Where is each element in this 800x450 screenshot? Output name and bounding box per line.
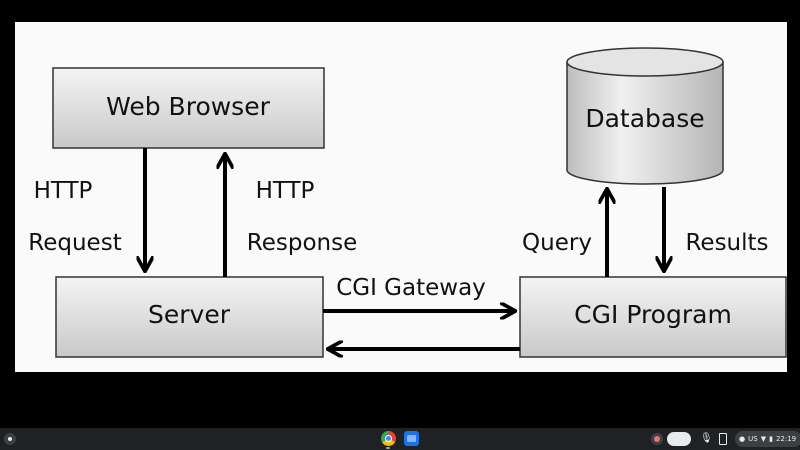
- query-label: Query: [522, 230, 592, 256]
- database-label: Database: [585, 104, 704, 133]
- http-request-label-line1: HTTP: [34, 178, 93, 204]
- http-response-label-line1: HTTP: [256, 178, 315, 204]
- results-label: Results: [685, 230, 768, 256]
- phone-hub-icon[interactable]: [719, 433, 727, 445]
- clock-label: 22:19: [775, 435, 797, 443]
- cgi-gateway-label: CGI Gateway: [336, 275, 486, 301]
- battery-icon: ▮: [769, 435, 773, 443]
- chrome-icon[interactable]: [381, 431, 396, 446]
- files-icon[interactable]: [404, 431, 419, 446]
- screen-record-icon[interactable]: [651, 433, 663, 445]
- region-label: US: [748, 435, 758, 443]
- http-response-label-line2: Response: [247, 230, 357, 256]
- diagram-slide: Web Browser Server CGI Program Database: [15, 22, 787, 372]
- os-shelf: 🎙 ● US ▼ ▮ 22:19: [0, 428, 800, 450]
- cgi-program-label: CGI Program: [574, 300, 732, 329]
- tray-toggle-pill[interactable]: [667, 432, 691, 446]
- wifi-icon: ▼: [760, 435, 767, 443]
- launcher-icon[interactable]: [4, 433, 16, 445]
- web-browser-node: Web Browser: [52, 67, 325, 149]
- running-indicator: [386, 447, 390, 449]
- http-request-label-line2: Request: [28, 230, 121, 256]
- microphone-icon[interactable]: 🎙: [700, 433, 713, 444]
- server-label: Server: [148, 300, 231, 329]
- server-node: Server: [55, 276, 324, 358]
- status-tray[interactable]: ● US ▼ ▮ 22:19: [735, 431, 800, 447]
- web-browser-label: Web Browser: [106, 92, 270, 121]
- database-node: Database: [566, 47, 724, 185]
- cgi-architecture-diagram: Web Browser Server CGI Program Database: [28, 47, 787, 358]
- notification-icon: ●: [739, 435, 746, 443]
- cgi-program-node: CGI Program: [519, 276, 787, 358]
